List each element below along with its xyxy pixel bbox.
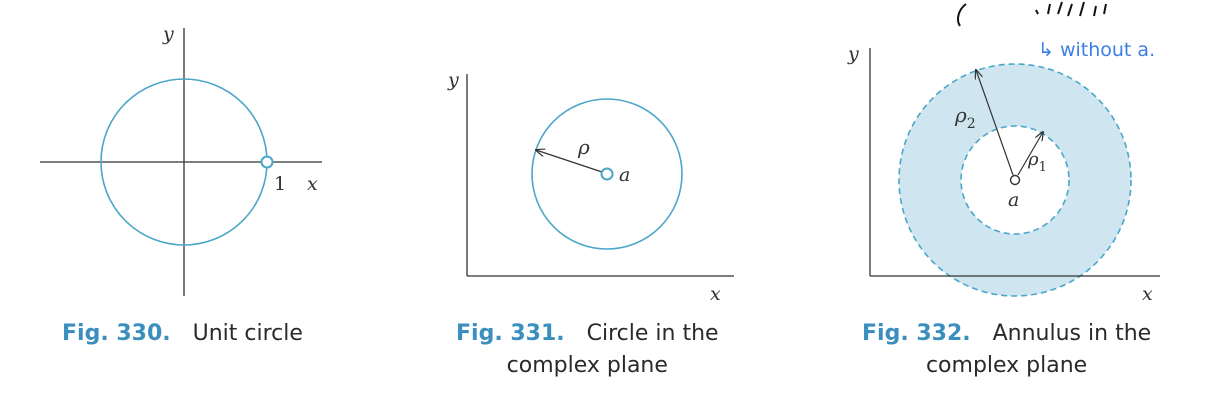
- fig332-diagram: y ρ2 ρ1 a x: [847, 43, 1160, 305]
- fig332-center-label: a: [1008, 189, 1019, 211]
- fig331-rho-label: ρ: [577, 135, 590, 159]
- handwritten-scribble-mark: [1035, 1, 1107, 17]
- fig331-caption-line2: complex plane: [506, 353, 668, 378]
- fig331-circle: [531, 98, 683, 250]
- fig332-y-label: y: [847, 43, 859, 65]
- handwritten-annotation: ↳ without a.: [957, 1, 1155, 61]
- fig330-caption-text: Unit circle: [192, 321, 303, 346]
- fig330-x-label: x: [307, 173, 318, 195]
- fig331-radius-arrow: [536, 150, 603, 173]
- fig332-outer-circle: [898, 63, 1132, 297]
- fig332-caption-number: Fig. 332.: [862, 321, 971, 346]
- fig332-center-point: [1009, 174, 1021, 186]
- fig331-x-label: x: [710, 283, 721, 305]
- handwritten-note: ↳ without a.: [1038, 39, 1155, 61]
- fig330-caption: Fig. 330. Unit circle: [62, 318, 303, 350]
- fig331-center-point: [600, 167, 614, 181]
- fig332-x-label: x: [1142, 283, 1153, 305]
- fig330-point-one: [260, 155, 274, 169]
- fig330-one-label: 1: [274, 173, 286, 195]
- fig332-annulus-fill: [899, 64, 1131, 296]
- fig331-center-label: a: [619, 164, 630, 186]
- fig330-diagram: y 1 x: [40, 23, 322, 296]
- fig331-caption-number: Fig. 331.: [456, 321, 565, 346]
- fig332-rho2-label: ρ2: [954, 103, 976, 132]
- fig331-diagram: y ρ a x: [447, 69, 734, 305]
- fig331-caption: Fig. 331. Circle in the complex plane: [456, 318, 719, 382]
- fig332-caption-line2: complex plane: [925, 353, 1088, 378]
- fig331-caption-line1: Circle in the: [586, 321, 719, 346]
- fig332-outer-radius-arrow: [976, 70, 1014, 176]
- fig332-rho1-label: ρ1: [1027, 149, 1047, 175]
- fig330-y-label: y: [162, 23, 174, 45]
- fig330-caption-number: Fig. 330.: [62, 321, 171, 346]
- fig332-caption: Fig. 332. Annulus in the complex plane: [862, 318, 1151, 382]
- fig332-caption-line1: Annulus in the: [992, 321, 1152, 346]
- fig332-inner-radius-arrow: [1017, 132, 1043, 176]
- handwritten-bracket-mark: [957, 3, 967, 27]
- fig331-y-label: y: [447, 69, 459, 91]
